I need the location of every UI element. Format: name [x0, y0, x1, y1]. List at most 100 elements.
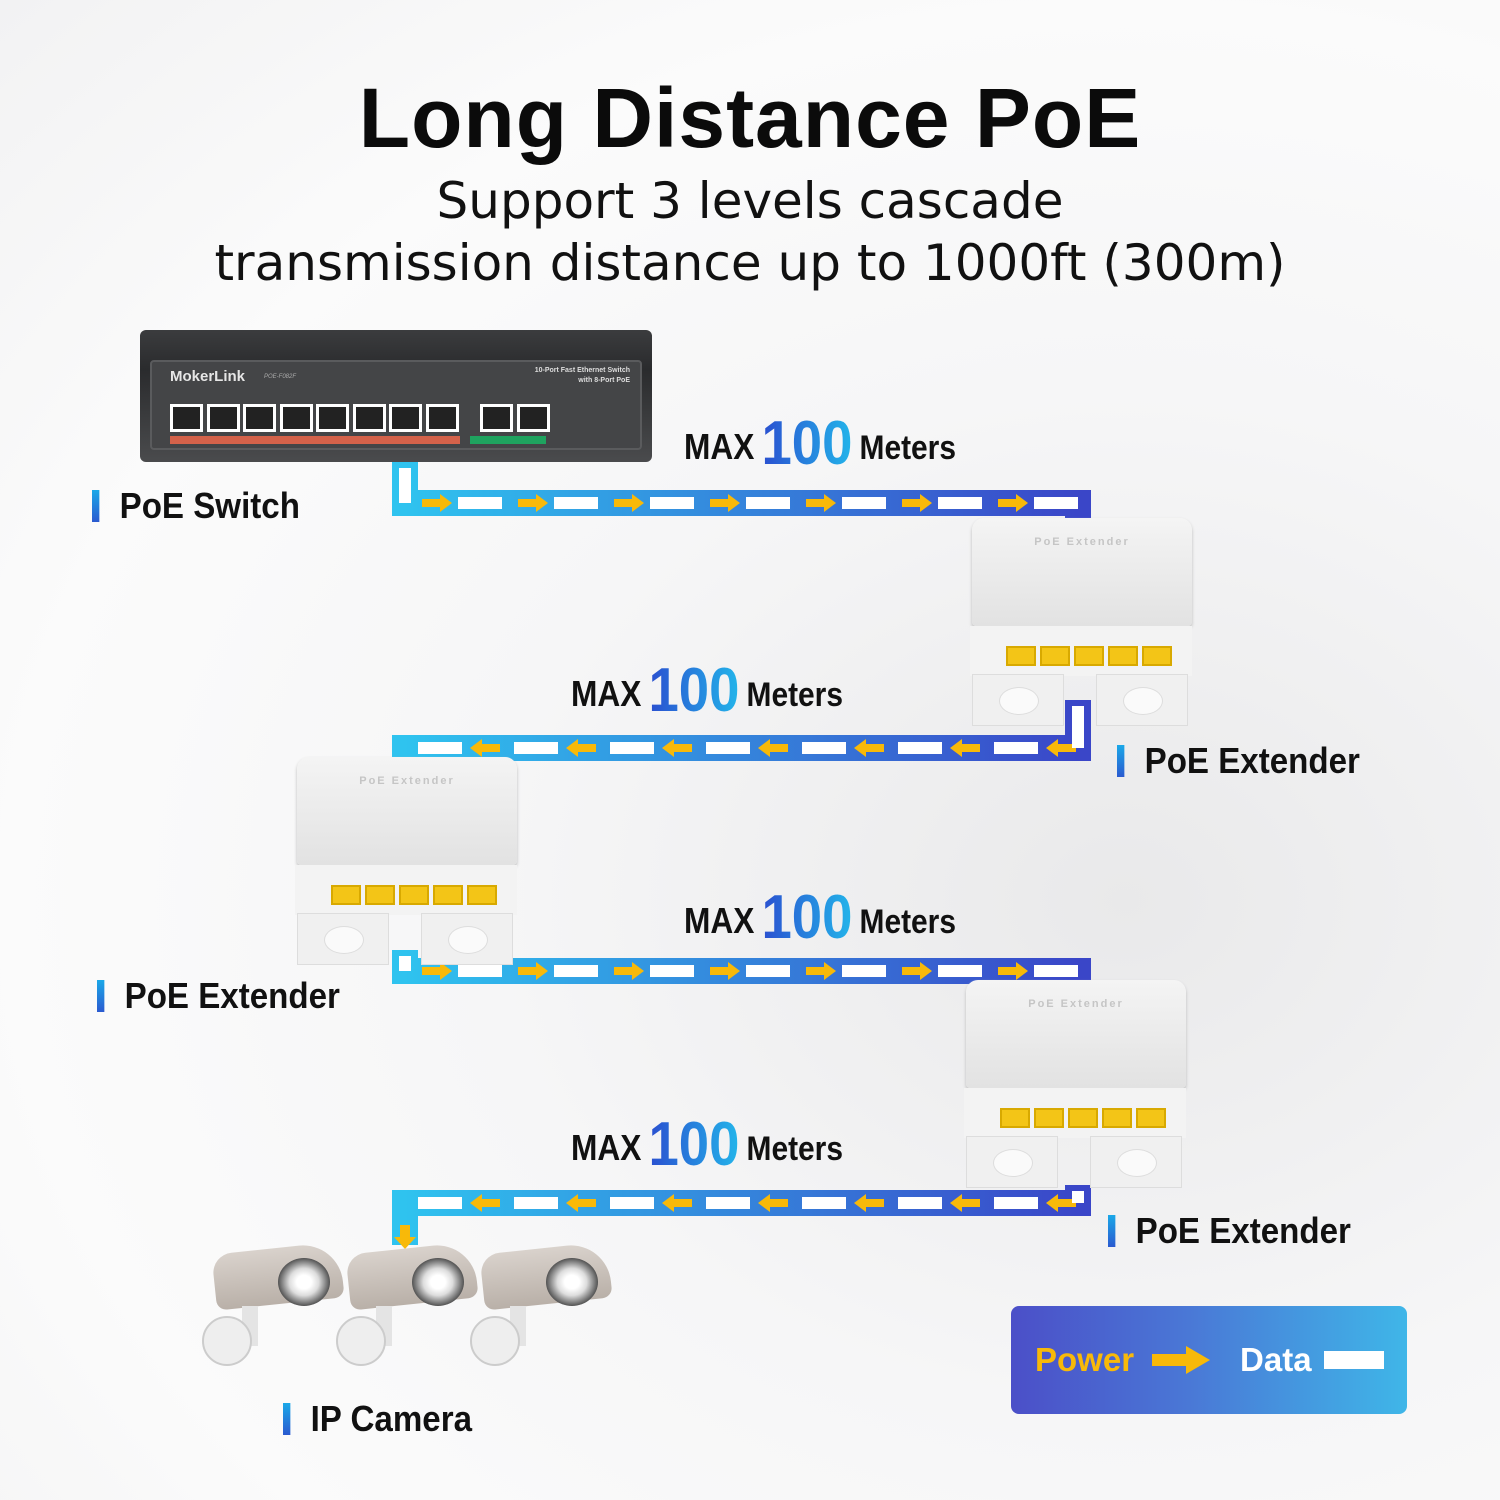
data-dash: [554, 497, 598, 509]
power-arrow: [998, 494, 1028, 512]
legend-power: Power: [1035, 1341, 1135, 1378]
data-dash: [418, 742, 462, 754]
power-arrow: [518, 494, 548, 512]
power-arrow: [1046, 739, 1076, 757]
data-dash: [898, 1197, 942, 1209]
distance-value: 100: [648, 1110, 740, 1179]
data-dash: [938, 497, 982, 509]
ethernet-port: [516, 404, 550, 432]
data-dash: [418, 1197, 462, 1209]
data-dash: [1072, 1191, 1084, 1203]
power-arrow: [902, 494, 932, 512]
yellow-port: [1006, 646, 1036, 666]
distance-prefix: MAX: [684, 900, 755, 941]
label-poe-switch: PoE Switch: [92, 485, 300, 527]
distance-unit: Meters: [859, 903, 956, 941]
distance-unit: Meters: [746, 676, 843, 714]
power-arrow-down: [394, 1225, 416, 1249]
power-arrow: [518, 962, 548, 980]
subtitle-line-1: Support 3 levels cascade: [436, 172, 1064, 230]
ethernet-port: [480, 404, 513, 432]
cable-pipe: [392, 1185, 1091, 1245]
power-arrow: [998, 962, 1028, 980]
power-arrow: [422, 962, 452, 980]
data-dash: [458, 497, 502, 509]
data-dash: [610, 1197, 654, 1209]
yellow-port: [467, 885, 497, 905]
label-ip-camera: IP Camera: [283, 1398, 472, 1440]
extender-product-text: PoE Extender: [1028, 998, 1124, 1010]
ethernet-port: [279, 404, 313, 432]
ethernet-port: [170, 404, 203, 432]
power-arrow: [710, 494, 740, 512]
data-dash: [1072, 706, 1084, 748]
power-arrow: [1046, 1194, 1076, 1212]
legend: Power Data: [1011, 1306, 1407, 1414]
mount-flap: [966, 1136, 1058, 1188]
ethernet-port: [243, 404, 276, 432]
data-dash: [994, 1197, 1038, 1209]
power-arrow-icon: [1152, 1346, 1211, 1374]
label-bar: [1108, 1215, 1116, 1247]
data-dash: [746, 965, 790, 977]
yellow-port: [1108, 646, 1138, 666]
data-dash: [994, 742, 1038, 754]
yellow-port: [331, 885, 361, 905]
yellow-port: [1136, 1108, 1166, 1128]
poe-switch-image: MokerLink POE-F082F 10-Port Fast Etherne…: [140, 330, 652, 462]
power-arrow: [422, 494, 452, 512]
data-dash: [554, 965, 598, 977]
data-dash: [399, 956, 411, 971]
data-dash: [650, 497, 694, 509]
distance-unit: Meters: [746, 1130, 843, 1168]
power-arrow: [758, 1194, 788, 1212]
legend-data: Data: [1240, 1341, 1312, 1378]
mount-flap: [1090, 1136, 1182, 1188]
data-dash: [842, 497, 886, 509]
ip-camera-image-3: [470, 1241, 613, 1368]
distance-unit: Meters: [859, 429, 956, 467]
data-dash: [802, 1197, 846, 1209]
distance-value: 100: [648, 656, 740, 725]
yellow-port: [365, 885, 395, 905]
power-arrow: [662, 739, 692, 757]
power-arrow: [806, 962, 836, 980]
label-bar: [1117, 745, 1125, 777]
label-text: PoE Switch: [119, 485, 300, 526]
distance-prefix: MAX: [684, 426, 755, 467]
switch-model: POE-F082F: [264, 374, 297, 380]
power-arrow: [662, 1194, 692, 1212]
mount-flap: [297, 913, 389, 965]
yellow-port: [1040, 646, 1070, 666]
power-arrow: [950, 739, 980, 757]
data-dash: [746, 497, 790, 509]
power-arrow: [470, 739, 500, 757]
ethernet-port: [316, 404, 349, 432]
label-poe-extender-3: PoE Extender: [1108, 1210, 1351, 1252]
page-title: Long Distance PoE: [358, 71, 1142, 165]
data-dash: [1034, 965, 1078, 977]
data-dash: [898, 742, 942, 754]
yellow-port: [1074, 646, 1104, 666]
power-arrow: [614, 962, 644, 980]
yellow-port: [1034, 1108, 1064, 1128]
power-arrow: [614, 494, 644, 512]
power-arrow: [470, 1194, 500, 1212]
data-dash: [514, 742, 558, 754]
poe-port-strip: [170, 436, 460, 444]
subtitle-line-2: transmission distance up to 1000ft (300m…: [214, 234, 1286, 292]
uplink-port-strip: [470, 436, 546, 444]
poe-extender-2-image: PoE Extender: [291, 757, 519, 967]
data-dash: [802, 742, 846, 754]
yellow-port: [1068, 1108, 1098, 1128]
yellow-port: [1102, 1108, 1132, 1128]
ethernet-port: [425, 404, 459, 432]
mount-flap: [421, 913, 513, 965]
distance-prefix: MAX: [571, 673, 642, 714]
mount-flap: [1096, 674, 1188, 726]
distance-value: 100: [761, 409, 853, 478]
poe-extender-3-image: PoE Extender: [960, 980, 1188, 1190]
